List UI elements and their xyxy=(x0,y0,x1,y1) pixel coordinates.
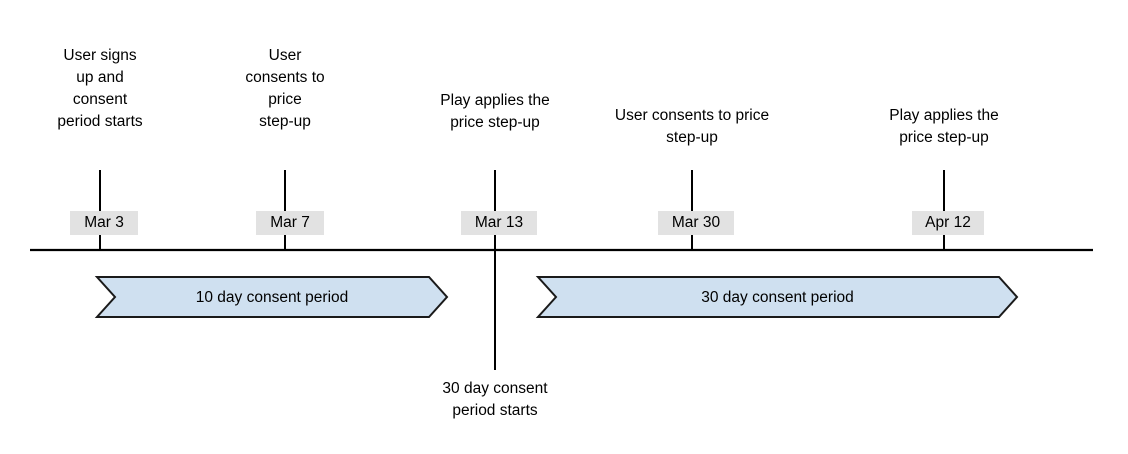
band-10-day-shape xyxy=(94,276,449,318)
event-description-mar-30: User consents to price step-up xyxy=(614,107,770,146)
event-description-mar-3: User signs up and consent period starts xyxy=(57,47,143,130)
event-description-apr-12: Play applies the price step-up xyxy=(889,107,999,146)
band-10-day-label: 10 day consent period xyxy=(195,288,349,306)
band-30-day-shape xyxy=(535,276,1019,318)
date-chip-mar-7[interactable]: Mar 7 xyxy=(256,211,324,235)
consent-period-band-group xyxy=(94,276,1019,318)
date-chip-apr-12[interactable]: Apr 12 xyxy=(912,211,984,235)
thirty-day-start-note: 30 day consent period starts xyxy=(442,380,548,419)
date-chip-mar-30[interactable]: Mar 30 xyxy=(658,211,734,235)
event-description-mar-13: Play applies the price step-up xyxy=(440,92,550,131)
band-30-day-label: 30 day consent period xyxy=(701,288,854,306)
event-description-mar-7: User consents to price step-up xyxy=(245,47,325,130)
date-chip-mar-3[interactable]: Mar 3 xyxy=(70,211,138,235)
timeline-tick-group xyxy=(99,170,945,370)
date-chip-mar-13[interactable]: Mar 13 xyxy=(461,211,537,235)
